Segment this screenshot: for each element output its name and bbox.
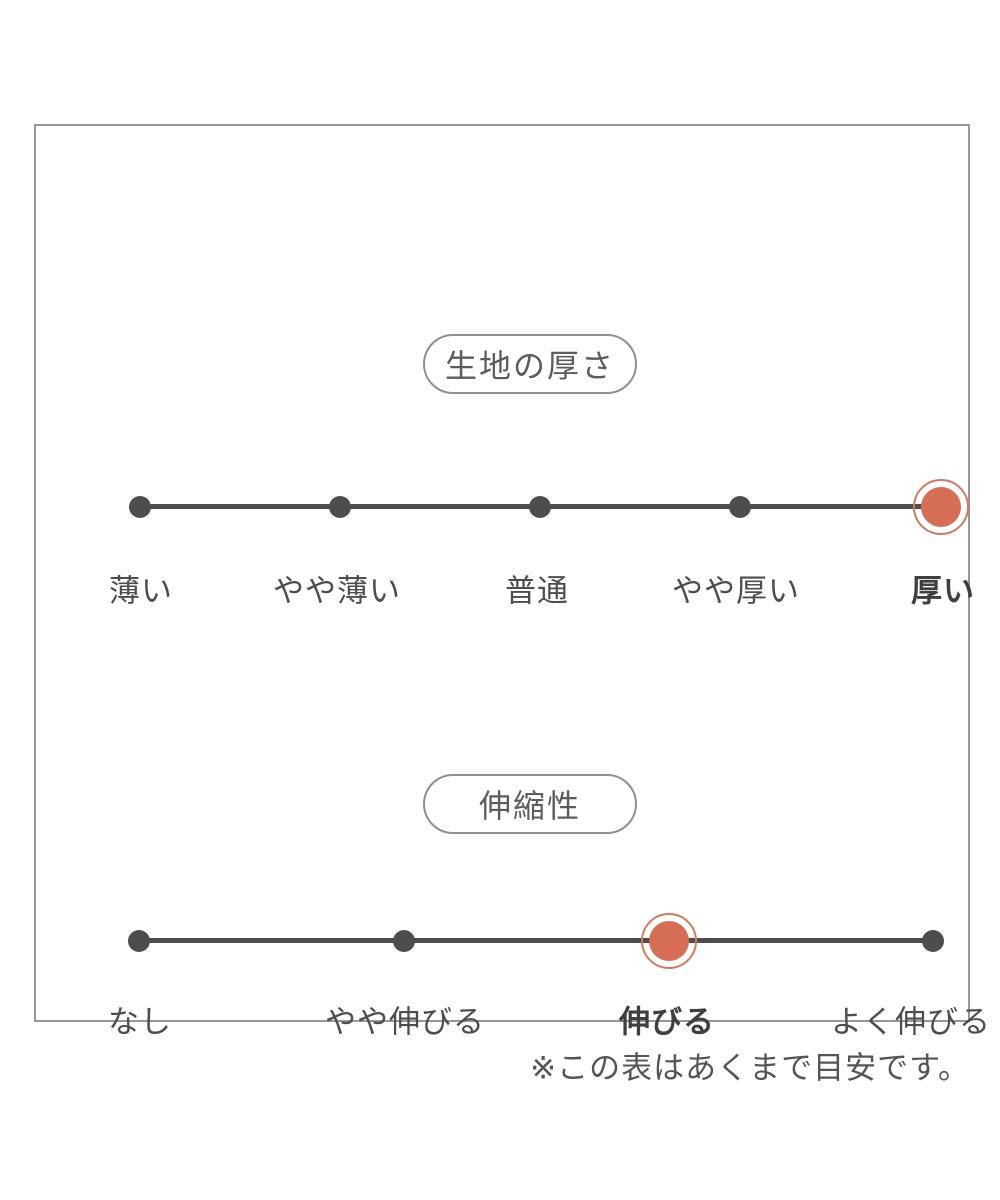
selected-scale-dot xyxy=(649,921,689,961)
scale-dot xyxy=(529,496,551,518)
scale-label: よく伸びる xyxy=(831,1004,991,1040)
scale-line xyxy=(139,938,933,943)
attribute-guide-panel: 生地の厚さ 薄い やや薄い 普通 やや厚い 厚い 伸縮性 なし やや伸びる 伸び… xyxy=(34,124,990,1040)
section-title-label: 生地の厚さ xyxy=(444,348,615,384)
section-title-fabric-thickness: 生地の厚さ xyxy=(423,334,637,394)
selected-scale-dot xyxy=(921,487,961,527)
scale-label-selected: 伸びる xyxy=(619,1004,715,1040)
scale-label: 普通 xyxy=(505,573,569,609)
scale-dot xyxy=(128,930,150,952)
scale-label: やや厚い xyxy=(672,573,800,609)
scale-dot xyxy=(129,496,151,518)
section-title-label: 伸縮性 xyxy=(478,788,581,824)
footnote-text: ※この表はあくまで目安です。 xyxy=(530,1050,970,1086)
scale-label-selected: 厚い xyxy=(911,573,975,609)
scale-label: やや薄い xyxy=(273,573,401,609)
scale-dot xyxy=(329,496,351,518)
scale-dot xyxy=(922,930,944,952)
scale-label: やや伸びる xyxy=(325,1004,485,1040)
scale-label: 薄い xyxy=(109,573,173,609)
scale-label: なし xyxy=(108,1004,172,1040)
section-title-stretchability: 伸縮性 xyxy=(423,774,637,834)
scale-dot xyxy=(393,930,415,952)
scale-dot xyxy=(729,496,751,518)
